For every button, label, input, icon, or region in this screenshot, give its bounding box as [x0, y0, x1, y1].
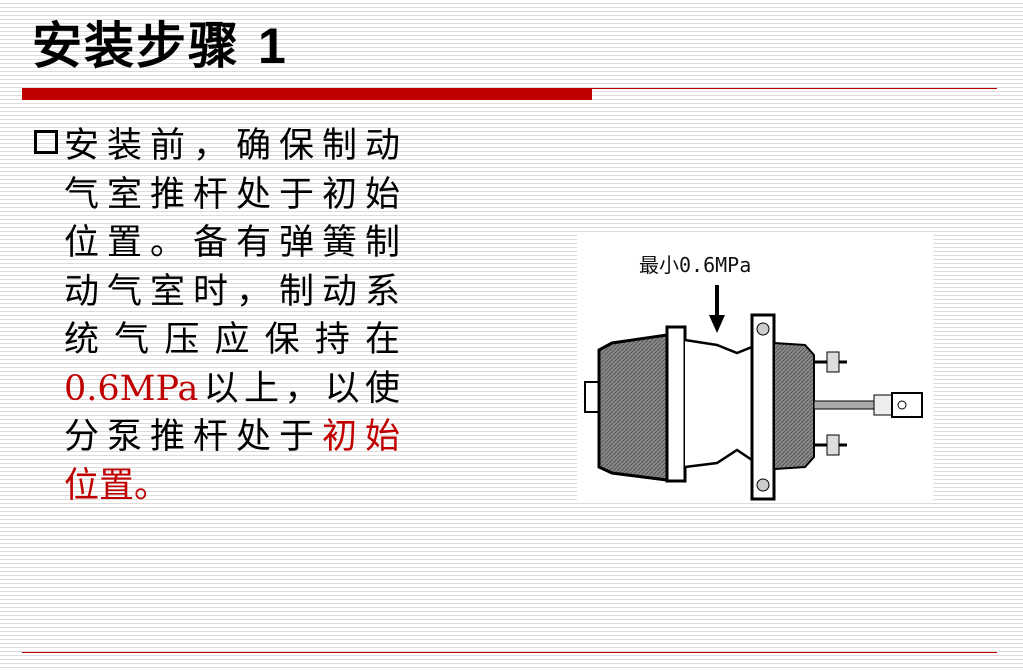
diaphragm: [684, 338, 754, 469]
paragraph-text: 统气压应保持在: [64, 320, 400, 360]
push-rod: [813, 400, 875, 410]
highlighted-text: 位置。: [64, 465, 170, 506]
paragraph-text: 以上，以使: [198, 368, 400, 409]
paragraph-line: 位置。: [64, 462, 400, 511]
mounting-flange: [750, 313, 776, 501]
rear-housing: [597, 333, 669, 482]
slide-title-number: 1: [258, 18, 288, 74]
paragraph-text: 动气室时，制动系: [64, 271, 400, 312]
end-cap: [584, 381, 600, 413]
highlighted-text: 0.6MPa: [64, 368, 199, 409]
mounting-bolt-bottom: [814, 434, 847, 456]
square-bullet-icon: [34, 130, 58, 154]
title-divider-line: [592, 88, 997, 89]
brake-chamber-diagram: [584, 285, 923, 501]
highlighted-text: 初始: [321, 417, 400, 457]
front-housing: [773, 341, 815, 471]
brake-chamber-figure: 最小0.6MPa: [577, 235, 933, 501]
title-underline-bar: [22, 88, 592, 100]
paragraph-line: 动气室时，制动系: [64, 268, 400, 317]
figure-caption: 最小0.6MPa: [639, 253, 752, 277]
pressure-arrow-icon: [709, 285, 725, 333]
paragraph-text: 分泵推杆处于: [64, 417, 322, 457]
paragraph-line: 0.6MPa以上，以使: [64, 365, 400, 414]
slide-title: 安装步骤 1: [32, 14, 288, 78]
bullet-paragraph: 安装前，确保制动气室推杆处于初始位置。备有弹簧制动气室时，制动系统气压应保持在 0…: [64, 122, 400, 510]
footer-divider-line: [22, 652, 997, 653]
clamp-ring: [665, 325, 687, 483]
paragraph-text: 位置。备有弹簧制: [64, 223, 400, 263]
mounting-bolt-top: [814, 351, 847, 373]
clevis: [873, 392, 923, 418]
paragraph-line: 位置。备有弹簧制: [64, 219, 400, 268]
paragraph-line: 分泵推杆处于初始: [64, 413, 400, 462]
paragraph-line: 安装前，确保制动: [64, 122, 400, 171]
paragraph-text: 安装前，确保制动: [64, 126, 400, 166]
paragraph-line: 气室推杆处于初始: [64, 171, 400, 220]
slide-title-text: 安装步骤: [32, 16, 240, 75]
paragraph-text: 气室推杆处于初始: [64, 174, 400, 215]
paragraph-line: 统气压应保持在: [64, 316, 400, 365]
